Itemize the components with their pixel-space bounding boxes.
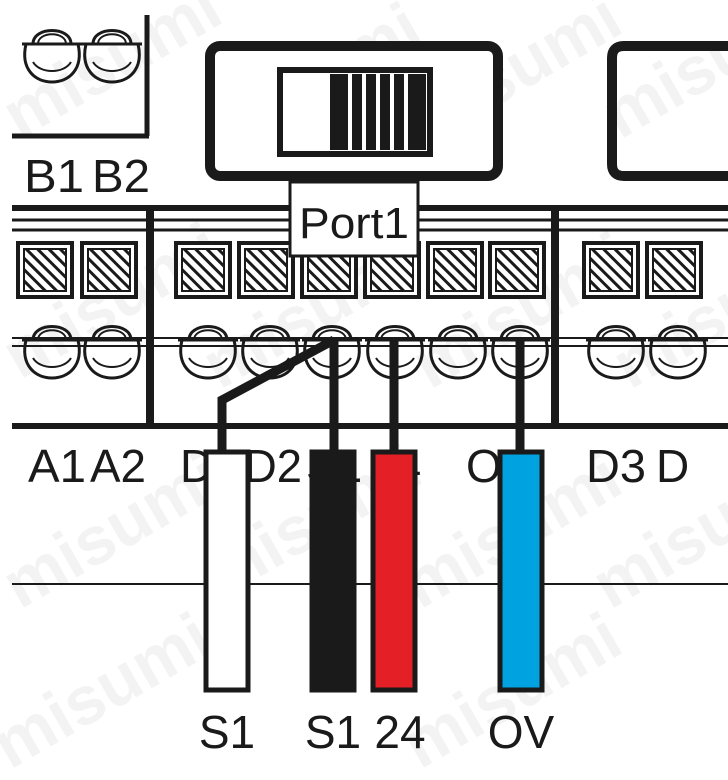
wire-24-red [373, 452, 415, 690]
label-a1: A1 [28, 440, 86, 492]
wire-s1-white [206, 452, 248, 690]
port1-label-box: Port1 [290, 182, 418, 256]
screw-d4 [647, 243, 701, 297]
screw-d3 [584, 243, 638, 297]
wire-labels: S1 S1 24 OV [199, 706, 555, 758]
wire-clamps [22, 327, 708, 379]
terminal-labels: A1 A2 D D2 S1 24 OV D3 D [28, 440, 689, 492]
port1-connector [210, 46, 498, 176]
label-d3: D3 [586, 440, 646, 492]
port1-label: Port1 [299, 199, 409, 248]
label-a2: A2 [90, 440, 146, 492]
screw-a2 [82, 243, 136, 297]
screw-d1 [176, 243, 230, 297]
screw-a1 [18, 243, 72, 297]
label-d4: D [656, 440, 689, 492]
label-d2: D2 [244, 440, 302, 492]
wire-label-s1-black: S1 [305, 706, 361, 758]
label-b1: B1 [24, 150, 84, 202]
wire-ov-blue [500, 452, 542, 690]
wire-s1-black [312, 452, 354, 690]
label-b2: B2 [92, 150, 150, 202]
screw-d2 [239, 243, 293, 297]
watermark-text: misumi [0, 598, 224, 775]
wire-label-s1-white: S1 [199, 706, 255, 758]
screw-ov-a [428, 243, 482, 297]
screw-ov-b [490, 243, 544, 297]
wire-label-24: 24 [374, 706, 425, 758]
wire-label-ov: OV [488, 706, 555, 758]
